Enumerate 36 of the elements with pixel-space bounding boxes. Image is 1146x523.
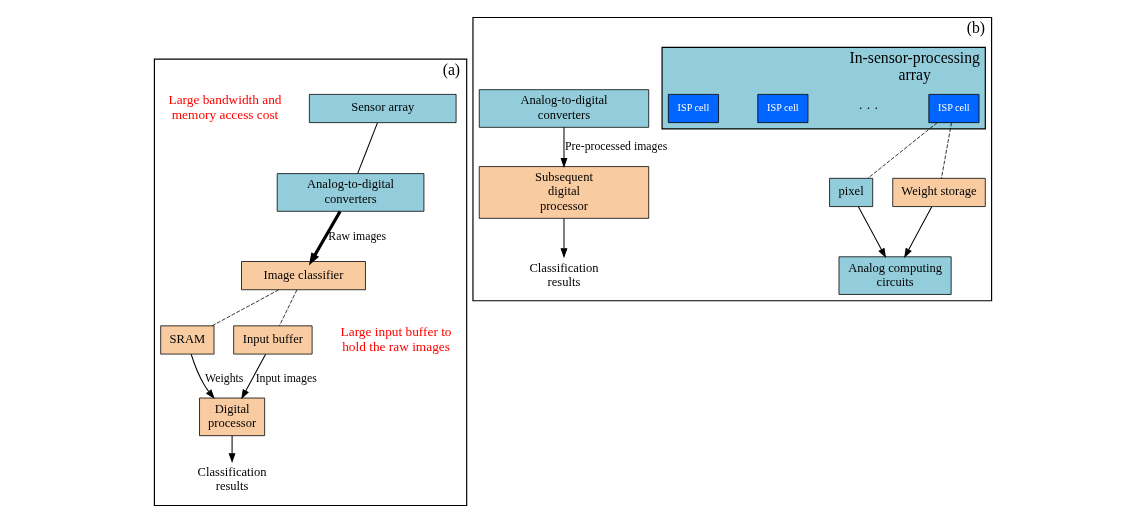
- node-box: Input buffer: [233, 325, 313, 355]
- arrow: [308, 210, 342, 266]
- arrow: [190, 353, 215, 400]
- arrow: [228, 435, 236, 464]
- node-box: Digital processor: [199, 397, 266, 437]
- arrow: [241, 353, 267, 400]
- arrow: [560, 126, 568, 168]
- node-text: Classification results: [529, 260, 599, 289]
- edge-label: Raw images: [328, 230, 387, 244]
- edge-label: Input images: [255, 371, 317, 385]
- connector: [211, 289, 279, 327]
- label: Large input buffer to hold the raw images: [340, 323, 452, 354]
- connector: [867, 122, 938, 179]
- node-box: pixel: [829, 177, 874, 207]
- node-box: ISP cell: [928, 94, 980, 123]
- node-text: Classification results: [197, 465, 267, 494]
- connector: [279, 289, 298, 327]
- edge-label: Weights: [205, 371, 244, 385]
- node-box: Image classifier: [241, 261, 366, 291]
- node-box: Analog computing circuits: [838, 256, 952, 295]
- node-box: Sensor array: [309, 94, 457, 123]
- arrow: [560, 217, 568, 259]
- connector: [941, 122, 952, 179]
- label: Large bandwidth and memory access cost: [168, 92, 282, 123]
- node-box: Subsequent digital processor: [478, 166, 650, 219]
- node-box: ISP cell: [757, 94, 809, 123]
- node-box: Analog-to-digital converters: [478, 89, 650, 128]
- arrow: [904, 206, 933, 259]
- node-box: Analog-to-digital converters: [276, 173, 425, 212]
- edge-label: Pre-processed images: [565, 140, 668, 154]
- connector: [357, 122, 378, 174]
- label: · · ·: [858, 99, 879, 115]
- node-box: SRAM: [160, 325, 215, 355]
- arrow: [857, 206, 887, 259]
- node-box: Weight storage: [892, 177, 986, 207]
- node-box: ISP cell: [667, 94, 719, 123]
